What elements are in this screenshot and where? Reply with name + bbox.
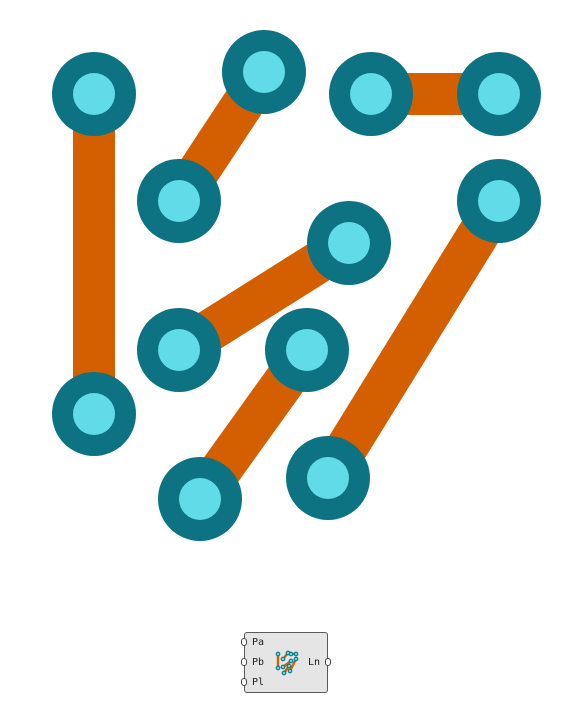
input-label-pl: Pl [252, 677, 265, 688]
node-n1 [52, 52, 136, 136]
node-n9 [265, 308, 349, 392]
node-n12 [286, 436, 370, 520]
node-n7 [307, 201, 391, 285]
output-grip-ln[interactable] [325, 658, 331, 666]
links-layer [73, 60, 517, 512]
node-n11 [457, 159, 541, 243]
nodes-layer [52, 30, 541, 541]
input-grip-pb[interactable] [241, 658, 247, 666]
node-n3 [222, 30, 306, 114]
node-n5 [329, 52, 413, 136]
input-label-pa: Pa [252, 637, 265, 648]
output-label-ln: Ln [307, 657, 320, 668]
node-n10 [158, 457, 242, 541]
line-pairs-icon [275, 650, 299, 676]
node-n8 [137, 308, 221, 392]
link-n11-n12 [310, 189, 517, 490]
line-component[interactable]: Pa Pb Pl Ln [241, 632, 331, 693]
input-label-pb: Pb [252, 657, 265, 668]
node-n6 [457, 52, 541, 136]
node-n2 [52, 372, 136, 456]
input-grip-pa[interactable] [241, 638, 247, 646]
input-grip-pl[interactable] [241, 678, 247, 686]
line-diagram [52, 30, 541, 541]
node-n4 [137, 159, 221, 243]
